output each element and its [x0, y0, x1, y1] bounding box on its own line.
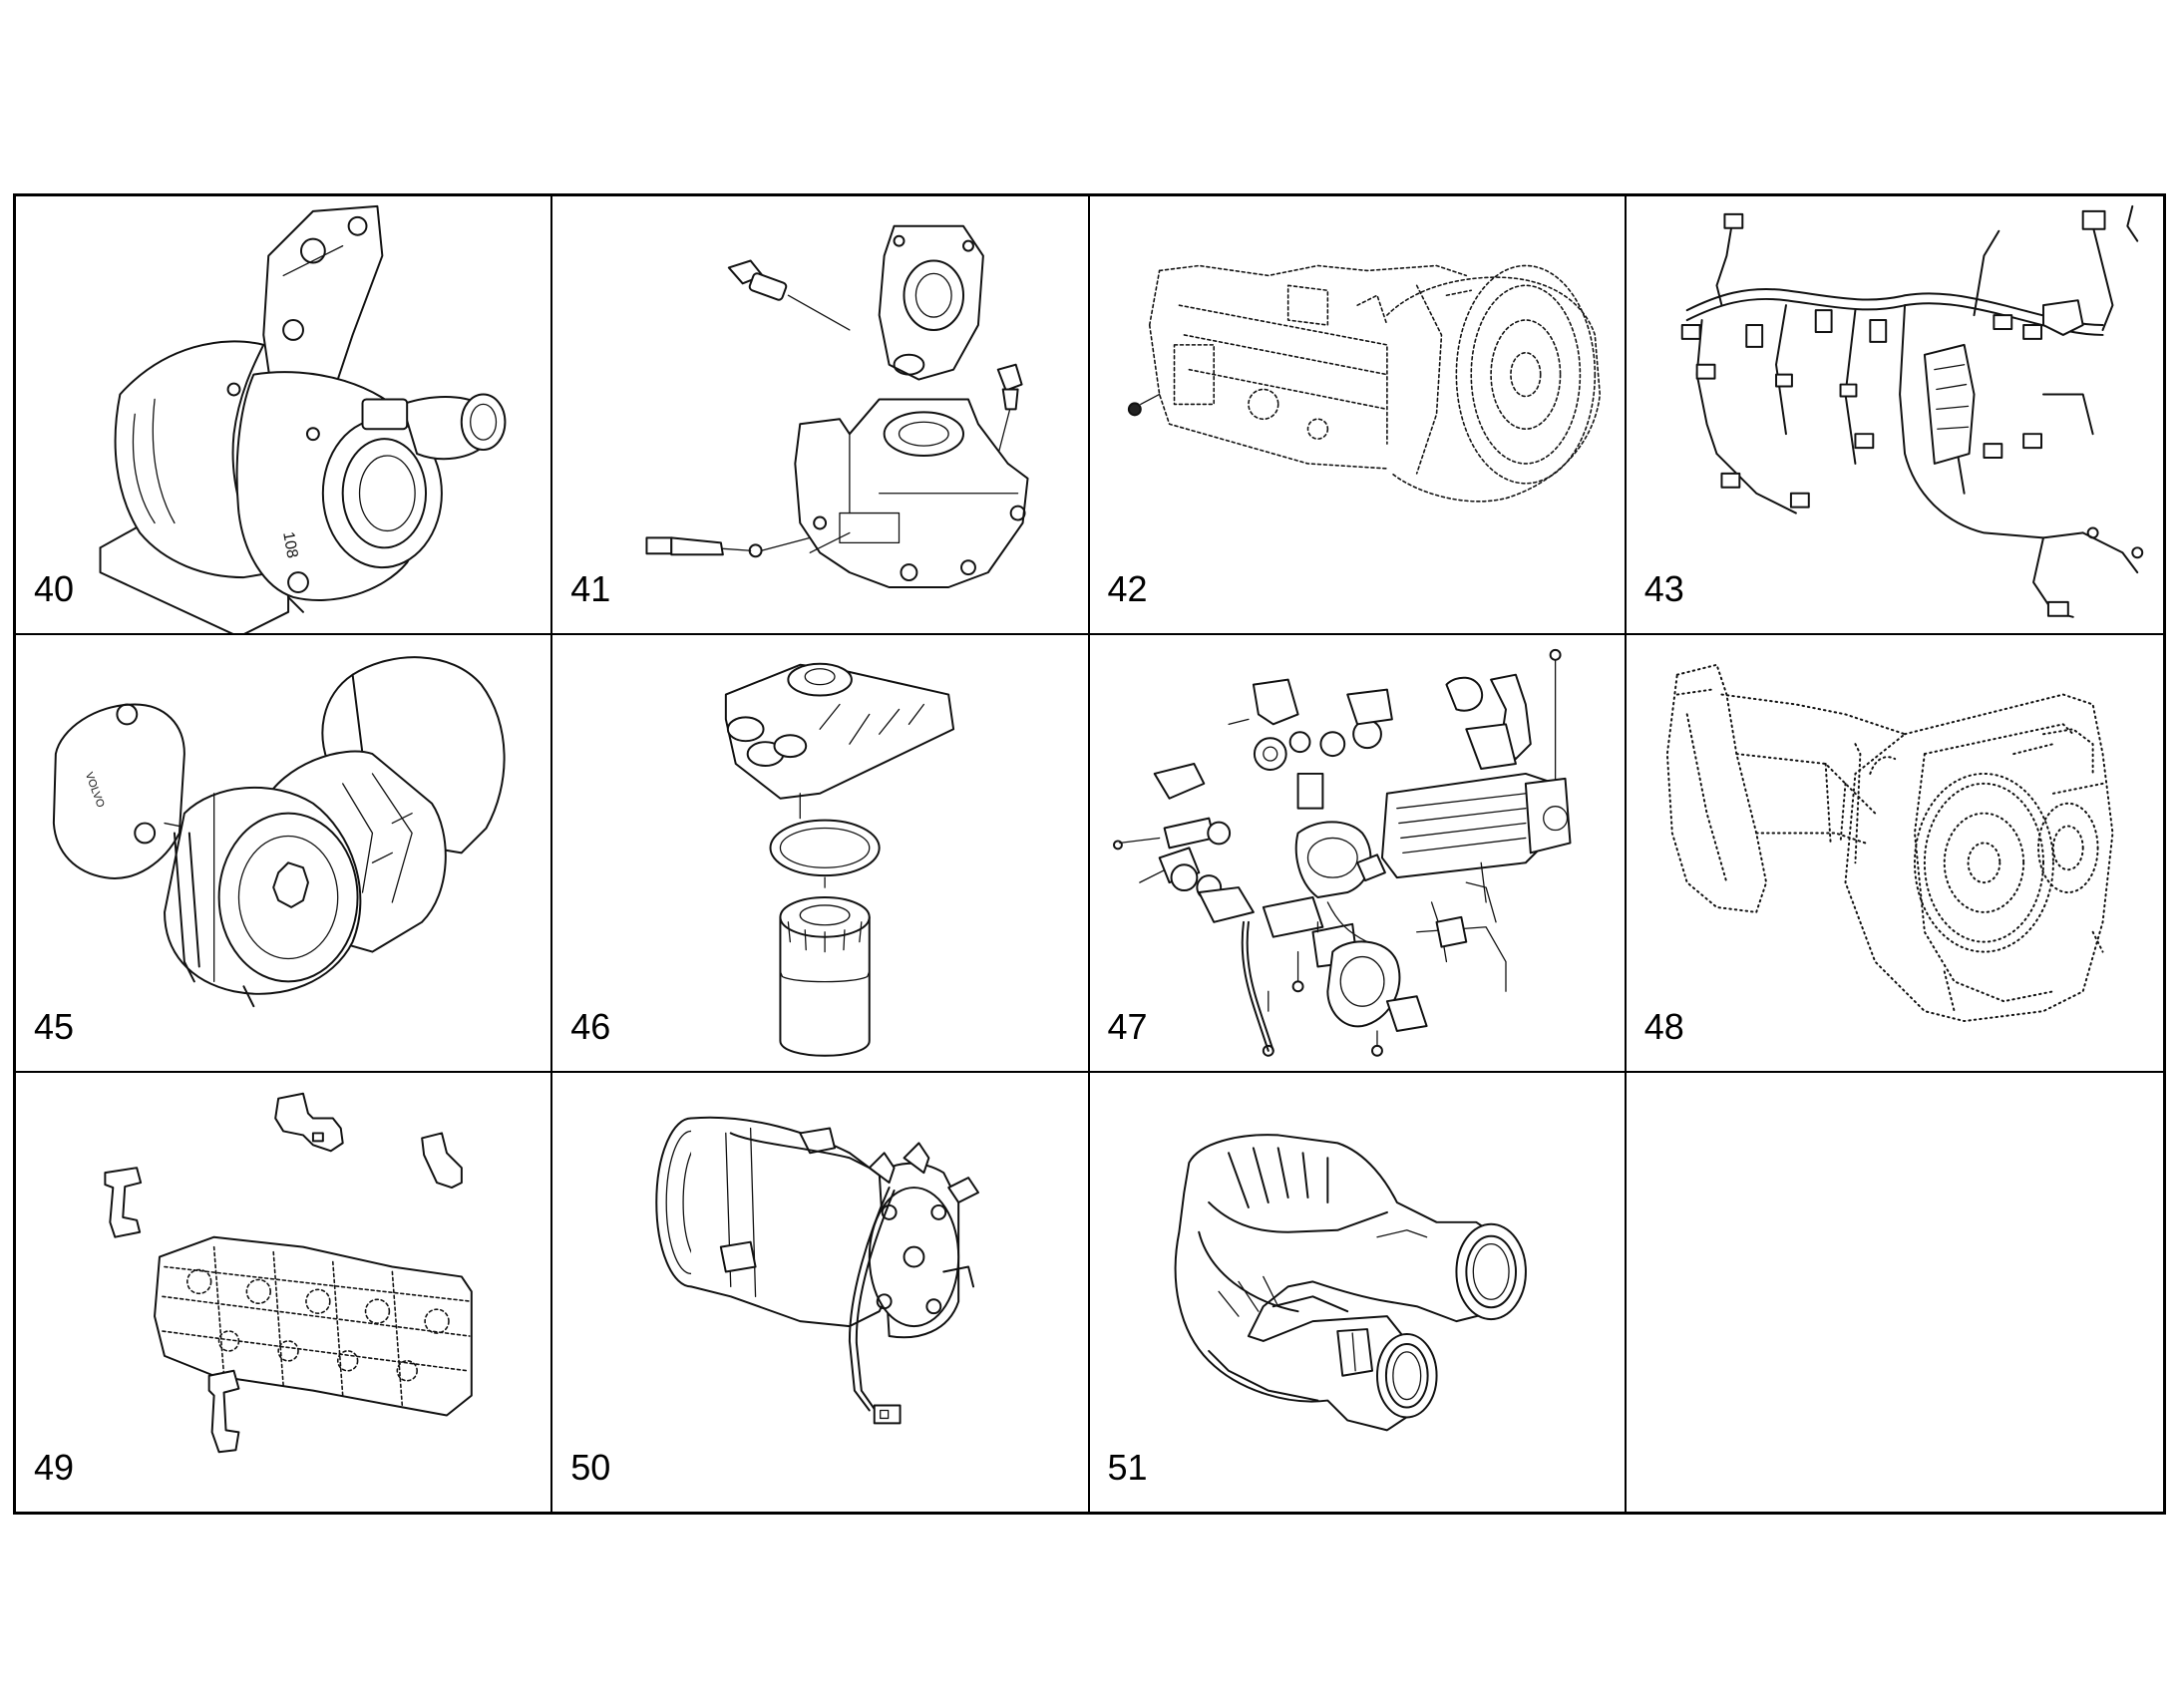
belt-tensioner-icon: VOLVO — [52, 655, 506, 1007]
catalog-cell-42[interactable]: 42 — [1089, 196, 1627, 635]
catalog-cell-41[interactable]: 41 — [552, 196, 1090, 635]
cylinder-head-brackets-icon — [104, 1093, 473, 1454]
catalog-cell-50[interactable]: 50 — [552, 1073, 1090, 1512]
egr-valve-sensors-icon — [645, 224, 1029, 588]
wiring-harness-icon — [1680, 204, 2143, 618]
item-number-47: 47 — [1107, 1006, 1148, 1048]
catalog-cell-51[interactable]: 51 — [1090, 1073, 1627, 1512]
item-number-43: 43 — [1643, 567, 1684, 609]
oil-filter-assembly-icon — [725, 662, 955, 1057]
item-number-48: 48 — [1643, 1006, 1684, 1048]
catalog-cell-49[interactable]: 49 — [16, 1073, 553, 1512]
item-number-42: 42 — [1107, 567, 1148, 609]
catalog-cell-empty — [1627, 1073, 2163, 1512]
catalog-cell-46[interactable]: 46 — [552, 634, 1090, 1074]
egr-system-exploded-icon — [1112, 648, 1571, 1057]
parts-catalog-grid: 108 40 — [13, 193, 2166, 1515]
item-number-50: 50 — [570, 1446, 611, 1488]
flywheel-housing-icon — [1127, 264, 1601, 503]
catalog-cell-48[interactable]: 48 — [1626, 635, 2163, 1074]
item-number-46: 46 — [570, 1006, 611, 1048]
item-number-41: 41 — [570, 567, 611, 609]
item-number-45: 45 — [34, 1006, 75, 1048]
ac-compressor-icon — [655, 1117, 980, 1425]
item-number-40: 40 — [34, 567, 75, 609]
turbocharger-icon: 108 — [99, 204, 507, 633]
item-number-49: 49 — [34, 1446, 75, 1488]
timing-gear-housing-icon — [1665, 663, 2114, 1022]
catalog-cell-40[interactable]: 108 40 — [16, 196, 553, 635]
catalog-cell-47[interactable]: 47 — [1089, 634, 1627, 1074]
item-number-51: 51 — [1107, 1446, 1148, 1488]
intake-hose-icon — [1174, 1134, 1527, 1432]
catalog-cell-43[interactable]: 43 — [1626, 196, 2163, 635]
svg-text:108: 108 — [279, 530, 300, 559]
catalog-cell-45[interactable]: VOLVO 45 — [16, 634, 553, 1074]
